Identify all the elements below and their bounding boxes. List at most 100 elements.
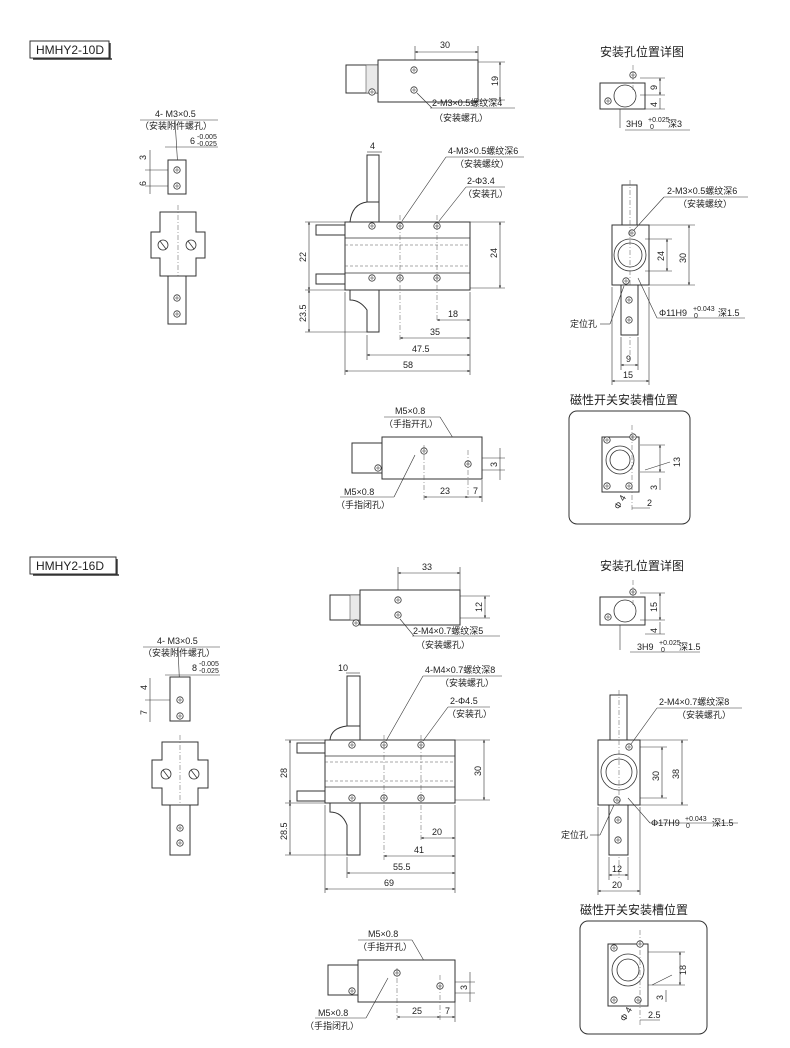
mount-detail-big: 2-M4×0.7螺纹深8 （安装螺孔） 30 38 定位孔 Φ17H9 +0.0… xyxy=(561,690,742,895)
finger-h: 3 xyxy=(489,462,499,467)
mount-big-depth: 深1.5 xyxy=(712,818,734,828)
front-h-left: 28 xyxy=(279,768,289,778)
mount-big-h-out: 30 xyxy=(678,253,688,263)
switch-h2: 3 xyxy=(655,995,665,1000)
model-label: HMHY2-16D xyxy=(36,559,104,573)
front-thick: 4 xyxy=(370,141,375,151)
switch-slot-view: 磁性开关安装槽位置 13 3 Φ 4 2 xyxy=(568,392,691,525)
front-thick: 10 xyxy=(338,663,348,673)
mount-big-w-in: 9 xyxy=(626,354,631,364)
mount-big-h-in: 30 xyxy=(651,771,661,781)
top-note-2: （安装螺孔） xyxy=(434,112,488,123)
finger-close-note-2: （手指闭孔） xyxy=(305,1020,359,1031)
front-h-low: 28.5 xyxy=(279,822,289,840)
top-view: 33 12 2-M4×0.7螺纹深5 （安装螺孔） xyxy=(329,562,500,650)
mount-big-locate: 定位孔 xyxy=(561,829,588,840)
mount-small-pin: 3H9 xyxy=(637,642,654,652)
mount-big-w-out: 15 xyxy=(623,370,633,380)
top-note-1: 2-M4×0.7螺纹深5 xyxy=(413,625,483,636)
mount-big-bore-tol: +0.043 xyxy=(693,306,715,313)
mount-big-bore: Φ17H9 xyxy=(651,818,680,828)
section-hmhy2-10d: HMHY2-10D 4- M3×0.5 （安装附件螺孔） 6 -0.005 -0… xyxy=(29,40,748,525)
mount-big-bore-tol: +0.043 xyxy=(685,816,707,823)
top-height: 19 xyxy=(490,76,500,86)
side-tol-upper: -0.005 xyxy=(199,661,219,668)
front-w3: 47.5 xyxy=(412,344,430,354)
finger-open-note-2: （手指开孔） xyxy=(358,941,412,952)
side-note-1: 4- M3×0.5 xyxy=(155,109,196,119)
front-w4: 58 xyxy=(403,360,413,370)
finger-w1: 23 xyxy=(440,486,450,496)
mount-small-pin-tol: +0.025 xyxy=(659,640,681,647)
mount-small-h1: 15 xyxy=(649,602,659,612)
front-view: 4 4-M3×0.5螺纹深6 （安装螺纹） 2-Φ3.4 xyxy=(298,141,524,375)
side-dim-b: 7 xyxy=(139,710,149,715)
model-label: HMHY2-10D xyxy=(36,43,104,57)
switch-title: 磁性开关安装槽位置 xyxy=(570,392,678,407)
front-w2: 41 xyxy=(414,845,424,855)
mount-small-h1: 9 xyxy=(649,85,659,90)
mount-small-h2: 4 xyxy=(649,102,659,107)
front-note-4: （安装孔） xyxy=(447,708,492,719)
front-w2: 35 xyxy=(430,327,440,337)
finger-w2: 7 xyxy=(473,486,478,496)
front-view: 10 4-M4×0.7螺纹深8 （安装螺孔） 2-Φ4. xyxy=(279,663,502,893)
finger-close-note-2: （手指闭孔） xyxy=(336,499,390,510)
mount-big-note-2: （安装螺孔） xyxy=(677,709,731,720)
model-label-box: HMHY2-10D xyxy=(29,40,112,60)
mount-small-pin-tol0: 0 xyxy=(661,647,665,654)
front-note-1: 4-M4×0.7螺纹深8 xyxy=(425,664,495,675)
side-view: 4- M3×0.5 （安装附件螺孔） 6 -0.005 -0.025 3 6 xyxy=(138,109,218,325)
finger-view: M5×0.8 （手指开孔） 3 23 7 M5×0.8 （手指闭孔） xyxy=(336,406,505,510)
mount-detail-big: 2-M3×0.5螺纹深6 （安装螺纹） 24 30 定位孔 Φ11H9 +0.0… xyxy=(570,180,748,385)
section-hmhy2-16d: HMHY2-16D 4- M3×0.5 （安装附件螺孔） 8 -0.005 -0… xyxy=(29,556,742,1035)
switch-slot-view: 磁性开关安装槽位置 18 3 Φ 4 2.5 xyxy=(579,902,708,1035)
front-h-left: 22 xyxy=(298,252,308,262)
mount-small-depth: 深1.5 xyxy=(679,642,701,652)
finger-w2: 7 xyxy=(445,1006,450,1016)
side-dim-a: 4 xyxy=(139,685,149,690)
side-dim-a: 3 xyxy=(138,155,148,160)
front-w1: 20 xyxy=(432,827,442,837)
top-height: 12 xyxy=(474,602,484,612)
side-tol-nominal: 6 xyxy=(190,136,195,146)
mount-small-pin-tol: +0.025 xyxy=(648,117,670,124)
front-note-2: （安装螺孔） xyxy=(440,677,494,688)
front-w1: 18 xyxy=(448,309,458,319)
finger-open-note-1: M5×0.8 xyxy=(395,406,425,416)
front-h-right: 30 xyxy=(473,766,483,776)
mount-big-bore: Φ11H9 xyxy=(659,308,687,318)
top-width: 30 xyxy=(440,40,450,50)
switch-title: 磁性开关安装槽位置 xyxy=(580,902,688,917)
top-width: 33 xyxy=(422,562,432,572)
front-h-low: 23.5 xyxy=(298,304,308,322)
front-h-right: 24 xyxy=(489,248,499,258)
front-note-4: （安装孔） xyxy=(463,188,508,199)
mount-big-w-in: 12 xyxy=(612,864,622,874)
front-note-3: 2-Φ3.4 xyxy=(467,176,495,186)
front-note-3: 2-Φ4.5 xyxy=(450,696,478,706)
front-note-1: 4-M3×0.5螺纹深6 xyxy=(448,145,518,156)
finger-open-note-2: （手指开孔） xyxy=(384,418,438,429)
side-dim-b: 6 xyxy=(138,181,148,186)
mount-small-pin-tol0: 0 xyxy=(650,124,654,131)
mount-big-note-1: 2-M3×0.5螺纹深6 xyxy=(667,185,737,196)
switch-h1: 13 xyxy=(672,457,682,467)
mount-title: 安装孔位置详图 xyxy=(600,558,684,573)
mount-big-note-1: 2-M4×0.7螺纹深8 xyxy=(659,696,729,707)
mount-big-h-in: 24 xyxy=(656,251,666,261)
side-note-2: （安装附件螺孔） xyxy=(143,647,215,658)
switch-h1: 18 xyxy=(678,965,688,975)
top-note-1: 2-M3×0.5螺纹深4 xyxy=(432,97,502,108)
side-tol-lower: -0.025 xyxy=(199,668,219,675)
switch-w: 2.5 xyxy=(648,1010,661,1020)
mount-big-note-2: （安装螺纹） xyxy=(678,198,732,209)
mount-big-w-out: 20 xyxy=(612,880,622,890)
mount-small-pin: 3H9 xyxy=(626,119,643,129)
mount-big-bore-tol0: 0 xyxy=(686,823,690,830)
mount-detail-small: 安装孔位置详图 9 4 3H9 +0.025 0 深3 xyxy=(599,44,690,131)
switch-h2: 3 xyxy=(649,485,659,490)
mount-small-h2: 4 xyxy=(649,628,659,633)
